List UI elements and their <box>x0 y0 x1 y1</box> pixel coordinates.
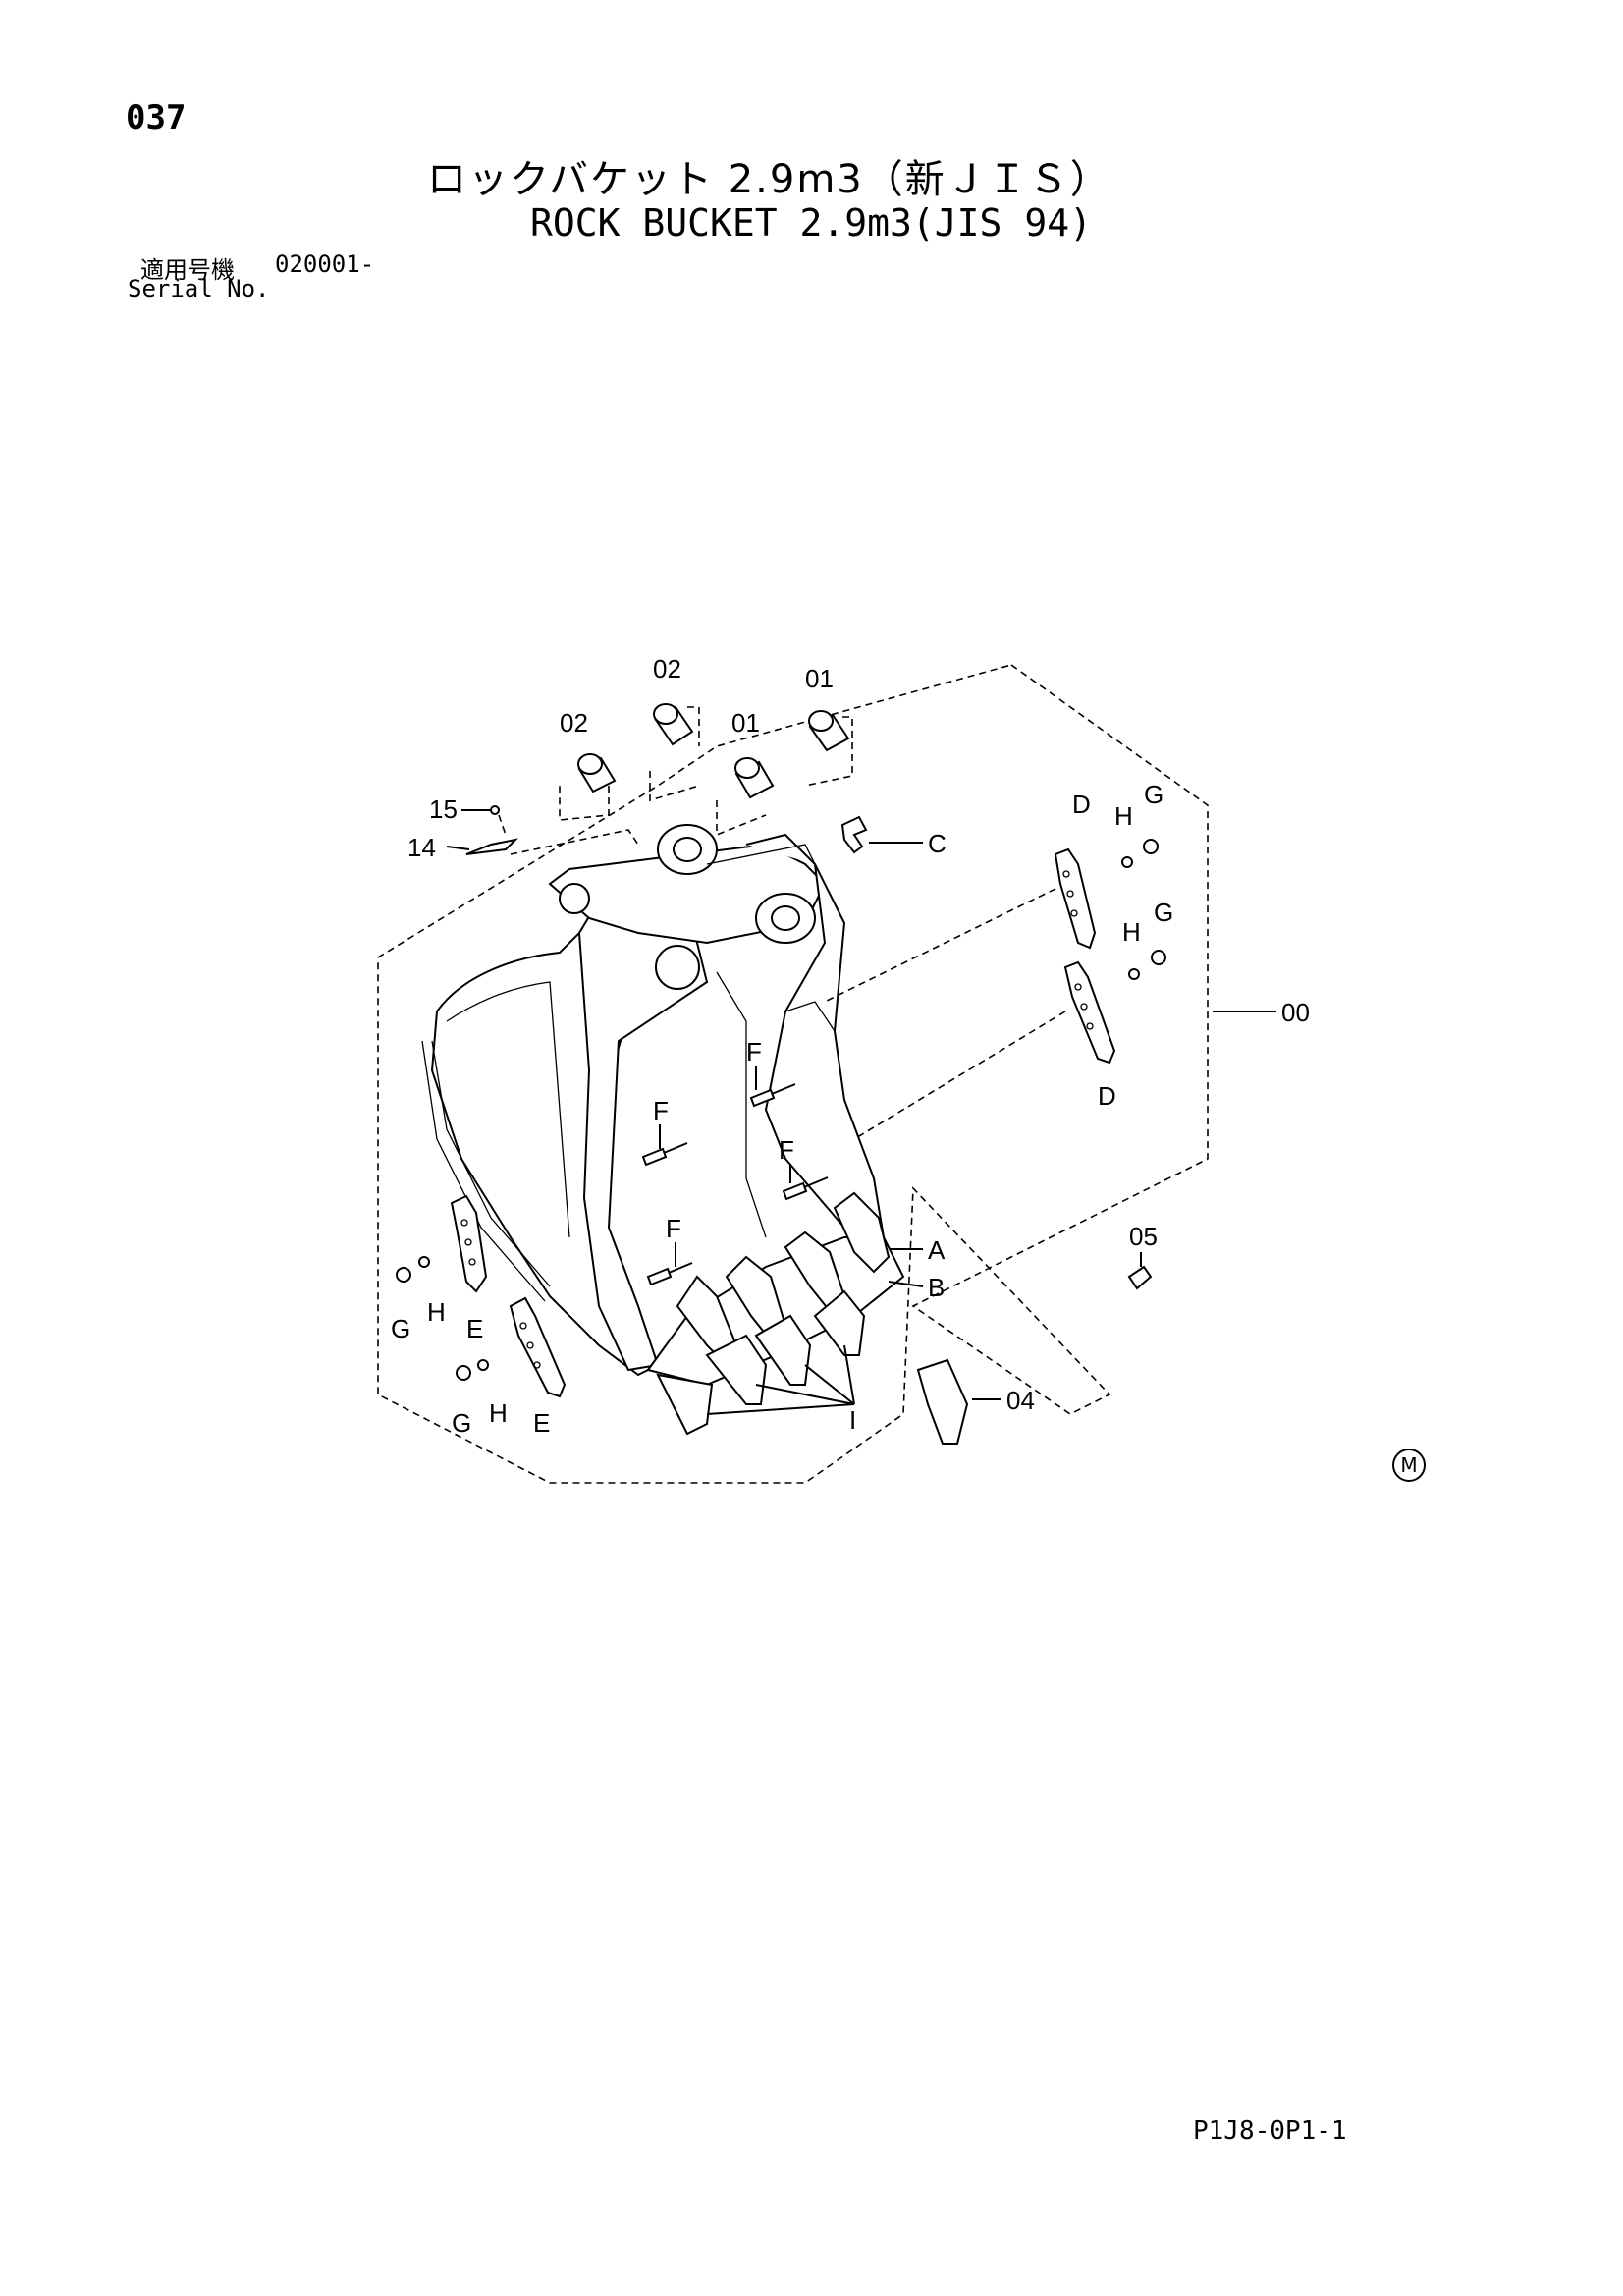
part-c <box>840 815 868 854</box>
title-japanese: ロックバケット 2.9m3（新ＪＩＳ） <box>427 157 1111 202</box>
callout-c: C <box>928 829 947 858</box>
callout-e: E <box>466 1314 483 1343</box>
pin-hole-lower <box>655 945 700 990</box>
drawing-code: P1J8-0P1-1 <box>1193 2116 1347 2146</box>
callout-i: I <box>849 1405 856 1435</box>
callout-h: H <box>1114 801 1133 831</box>
callout-f: F <box>653 1096 669 1125</box>
bushing-02-lower <box>577 753 617 793</box>
callout-05: 05 <box>1129 1222 1158 1251</box>
callout-15: 15 <box>429 794 458 824</box>
callout-g: G <box>1144 780 1163 809</box>
callout-h: H <box>427 1297 446 1327</box>
callout-02: 02 <box>560 708 588 738</box>
m-mark-icon: M <box>1392 1449 1426 1482</box>
callout-a: A <box>928 1235 946 1265</box>
callout-02: 02 <box>653 654 681 683</box>
serial-label-english: Serial No. <box>128 275 270 302</box>
callout-04: 04 <box>1006 1386 1035 1415</box>
bucket-body <box>421 824 905 1436</box>
page-number: 037 <box>126 98 187 137</box>
callout-d: D <box>1072 790 1091 819</box>
pin-hole-left <box>559 883 590 914</box>
bushing-01-lower <box>734 757 775 799</box>
washer-h-left-lower <box>477 1359 489 1371</box>
callout-h: H <box>1122 917 1141 947</box>
callout-b: B <box>928 1273 945 1302</box>
callout-00: 00 <box>1281 998 1310 1027</box>
serial-value: 020001- <box>275 250 375 278</box>
callout-d: D <box>1098 1081 1116 1111</box>
wear-plate-e-lower <box>509 1296 567 1398</box>
bushing-01-upper <box>808 710 850 752</box>
nut-g-left-upper <box>396 1267 411 1283</box>
callout-h: H <box>489 1398 508 1428</box>
part-15-screw <box>490 805 500 815</box>
part-14-plate <box>465 838 519 855</box>
callout-g: G <box>452 1408 471 1438</box>
tooth-04 <box>916 1358 969 1445</box>
nut-g-upper <box>1143 839 1159 854</box>
washer-h-left-upper <box>418 1256 430 1268</box>
nut-g-left-lower <box>456 1365 471 1381</box>
callout-14: 14 <box>407 833 436 862</box>
bolt-f <box>641 1083 829 1286</box>
callout-01: 01 <box>805 664 834 693</box>
callout-f: F <box>666 1214 681 1243</box>
pin-05 <box>1127 1265 1153 1290</box>
serial-label-japanese: 適用号機 <box>140 256 235 284</box>
callout-g: G <box>391 1314 410 1343</box>
callout-e: E <box>533 1408 550 1438</box>
callout-f: F <box>746 1037 762 1066</box>
washer-h-upper <box>1121 856 1133 868</box>
callout-f: F <box>779 1135 794 1165</box>
callout-g: G <box>1154 898 1173 927</box>
wear-plate-d-lower <box>1063 960 1116 1065</box>
bushing-02-upper <box>653 703 694 746</box>
wear-plate-d-upper <box>1054 847 1097 950</box>
wear-plate-e-upper <box>450 1194 488 1293</box>
nut-g-lower <box>1151 950 1166 965</box>
title-english: ROCK BUCKET 2.9m3(JIS 94) <box>530 201 1092 245</box>
washer-h-lower <box>1128 968 1140 980</box>
callout-01: 01 <box>731 708 760 738</box>
